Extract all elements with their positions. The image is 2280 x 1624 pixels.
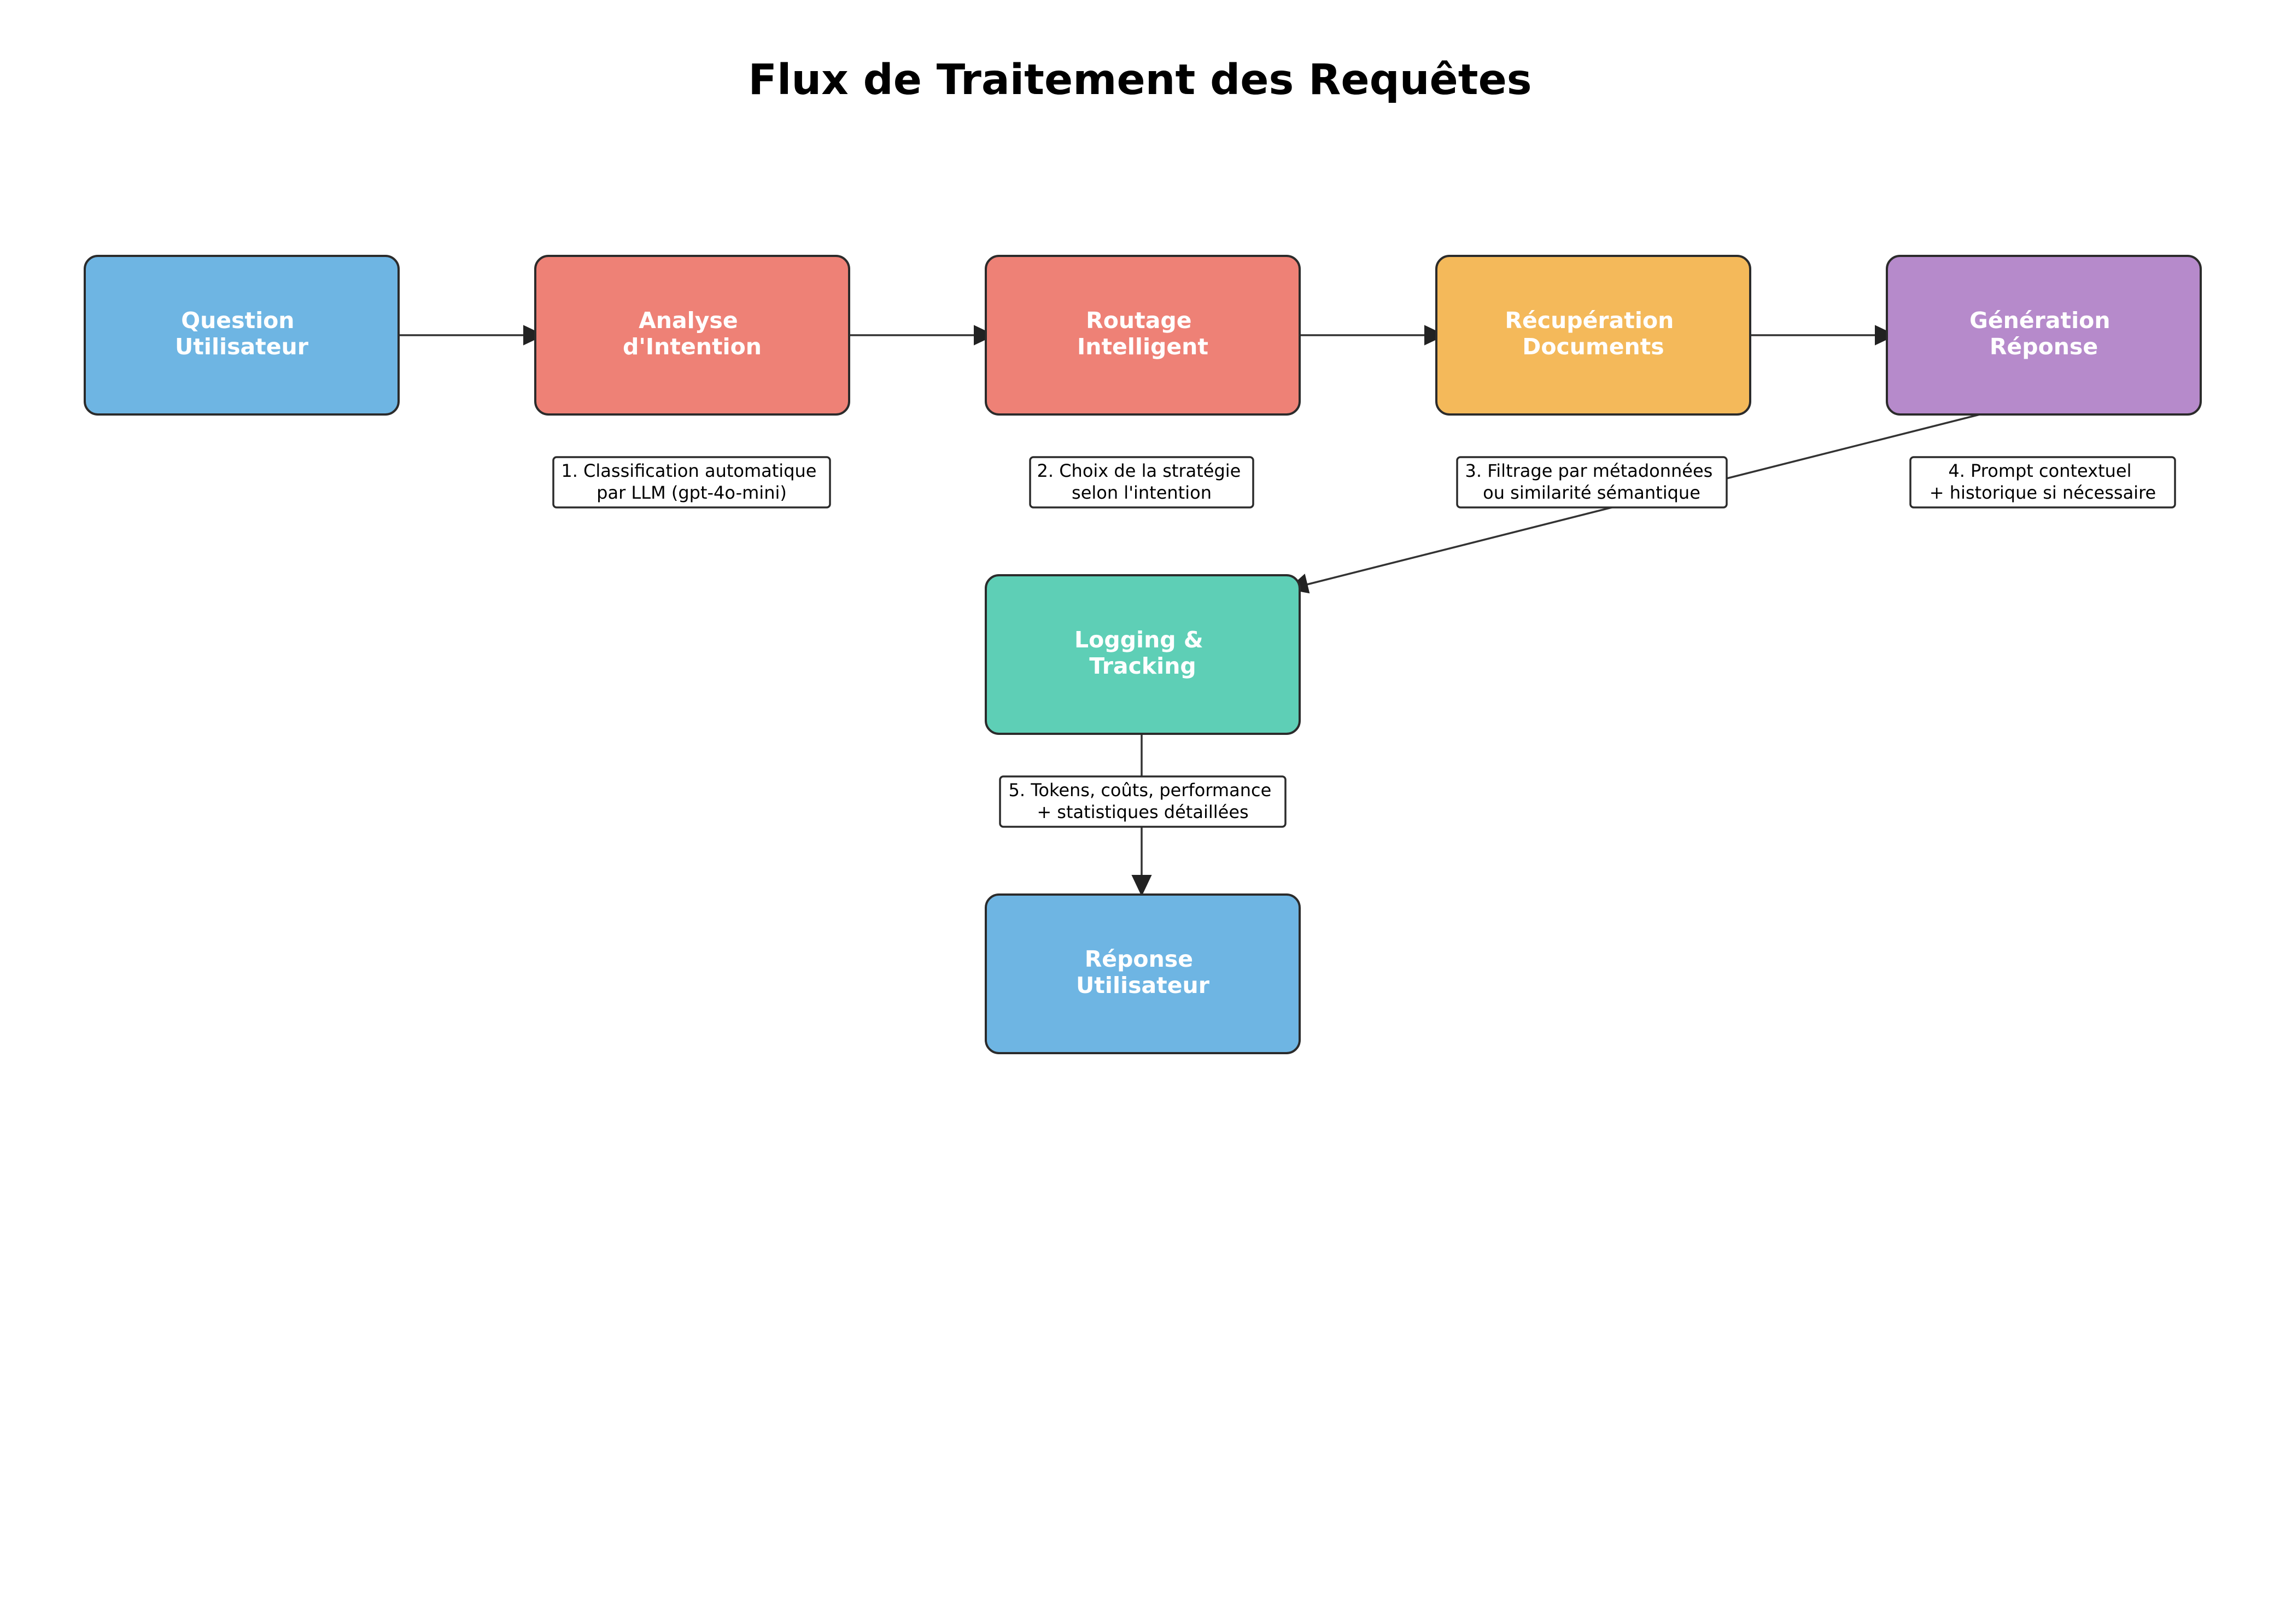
note-line: 3. Filtrage par métadonnées (1465, 460, 1713, 481)
node-box (985, 893, 1301, 1054)
node-label-line: Routage (1086, 307, 1191, 334)
note-classification: 1. Classification automatique par LLM (g… (552, 456, 831, 509)
node-label-line: Tracking (1089, 653, 1196, 679)
svg-text:Réponse Utilisateur: Réponse Utilisateur (1076, 946, 1210, 998)
svg-text:Analyse d'Intention: Analyse d'Intention (623, 307, 762, 360)
node-label-line: Génération (1969, 307, 2110, 334)
node-label-line: Logging & (1074, 627, 1203, 653)
node-recuperation-documents: Récupération Documents (1435, 255, 1751, 416)
svg-text:5. Tokens, coûts, performance: 5. Tokens, coûts, performance + statisti… (1009, 780, 1277, 822)
arrowhead-question-to-intention (523, 325, 545, 346)
arrowhead-routage-to-recuperation (1424, 325, 1446, 346)
svg-text:4. Prompt contextuel + h: 4. Prompt contextuel + historique si néc… (1930, 460, 2156, 503)
arrowhead-intention-to-routage (974, 325, 996, 346)
note-line: ou similarité sémantique (1483, 482, 1700, 503)
node-label-line: Utilisateur (175, 334, 309, 360)
node-box (985, 255, 1301, 416)
svg-text:3. Filtrage par métadonnées: 3. Filtrage par métadonnées ou similarit… (1465, 460, 1718, 503)
node-label-line: Réponse (1085, 946, 1193, 972)
node-generation-reponse: Génération Réponse (1886, 255, 2202, 416)
arrowhead-recuperation-to-generation (1875, 325, 1897, 346)
svg-text:1. Classification automatique: 1. Classification automatique par LLM (g… (561, 460, 822, 503)
node-label-line: Intelligent (1077, 334, 1208, 360)
node-label-line: Documents (1522, 334, 1664, 360)
note-box (1456, 456, 1728, 509)
note-line: + statistiques détaillées (1037, 802, 1248, 822)
note-box (1909, 456, 2176, 509)
node-label-line: d'Intention (623, 334, 762, 360)
node-reponse-utilisateur: Réponse Utilisateur (985, 893, 1301, 1054)
note-line: 2. Choix de la stratégie (1037, 460, 1241, 481)
node-label-line: Récupération (1505, 307, 1674, 334)
note-prompt: 4. Prompt contextuel + historique si néc… (1909, 456, 2176, 509)
node-routage-intelligent: Routage Intelligent (985, 255, 1301, 416)
note-strategie: 2. Choix de la stratégie selon l'intenti… (1029, 456, 1254, 509)
node-label-line: Réponse (1990, 334, 2098, 360)
node-box (1435, 255, 1751, 416)
note-line: selon l'intention (1072, 482, 1212, 503)
svg-text:2. Choix de la stratégie: 2. Choix de la stratégie selon l'intenti… (1037, 460, 1246, 503)
note-filtrage: 3. Filtrage par métadonnées ou similarit… (1456, 456, 1728, 509)
note-box (1029, 456, 1254, 509)
arrowhead-logging-to-reponse (1131, 875, 1152, 897)
note-box (552, 456, 831, 509)
node-label-line: Analyse (639, 307, 738, 334)
node-box (985, 574, 1301, 735)
node-label-line: Utilisateur (1076, 972, 1210, 998)
note-box (999, 775, 1287, 828)
note-line: 1. Classification automatique (561, 460, 816, 481)
note-line: par LLM (gpt-4o-mini) (597, 482, 787, 503)
svg-text:Question Utilisateur: Question Utilisateur (175, 307, 309, 360)
node-box (1886, 255, 2202, 416)
svg-text:Récupération Documents: Récupération Documents (1505, 307, 1681, 360)
note-line: 5. Tokens, coûts, performance (1009, 780, 1272, 801)
node-box (84, 255, 400, 416)
node-label-line: Question (181, 307, 294, 334)
svg-text:Routage Intelligent: Routage Intelligent (1077, 307, 1208, 360)
note-line: 4. Prompt contextuel (1948, 460, 2131, 481)
note-tokens: 5. Tokens, coûts, performance + statisti… (999, 775, 1287, 828)
diagram-title: Flux de Traitement des Requêtes (748, 56, 1531, 104)
svg-text:Logging & Tracking: Logging & Tracking (1074, 627, 1211, 679)
note-line: + historique si nécessaire (1930, 482, 2156, 503)
node-question-utilisateur: Question Utilisateur (84, 255, 400, 416)
node-box (534, 255, 850, 416)
svg-text:Génération Réponse: Génération Réponse (1969, 307, 2118, 360)
node-logging-tracking: Logging & Tracking (985, 574, 1301, 735)
node-analyse-intention: Analyse d'Intention (534, 255, 850, 416)
